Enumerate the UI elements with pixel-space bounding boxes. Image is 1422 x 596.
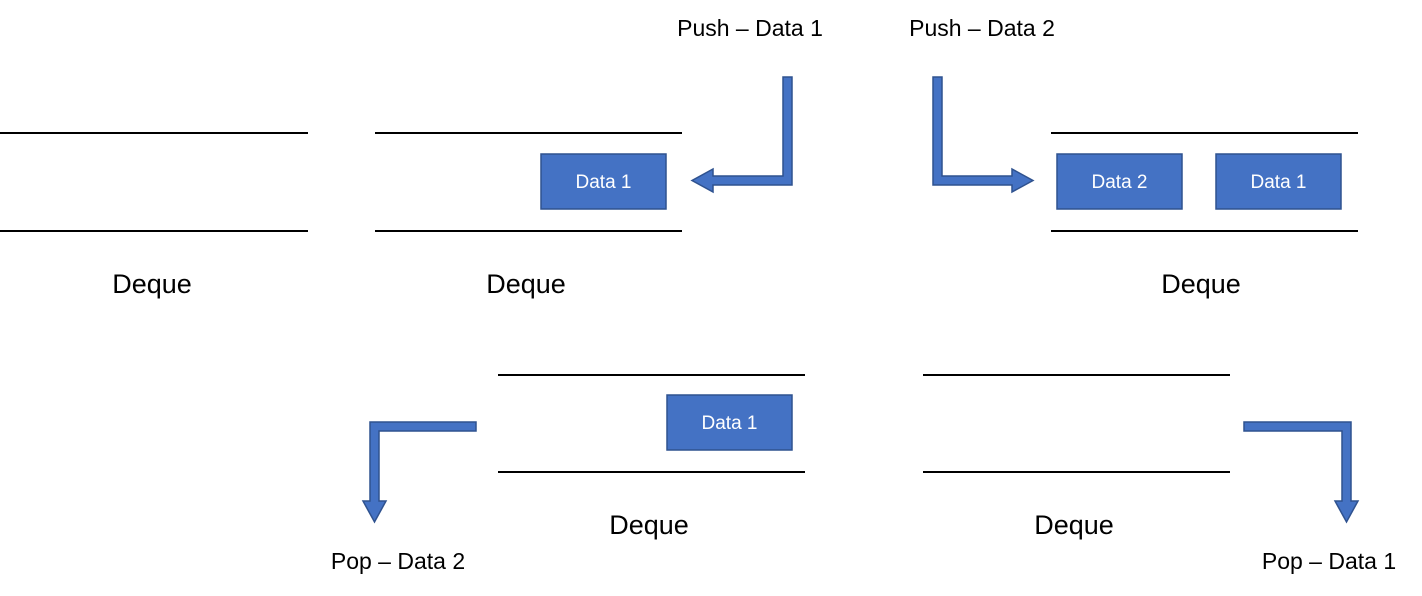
deque-after-push-2: Data 2 Data 1 Deque [1051, 132, 1358, 299]
deque-label: Deque [1161, 269, 1241, 299]
data-box-label: Data 1 [1251, 172, 1307, 193]
deque-label: Deque [112, 269, 192, 299]
pop-label-data-2: Pop – Data 2 [331, 548, 465, 574]
deque-label: Deque [486, 269, 566, 299]
data-box [666, 394, 793, 451]
data-box [1056, 153, 1183, 210]
deque-label: Deque [609, 510, 689, 540]
data-box-label: Data 1 [702, 413, 758, 434]
pop-arrow-data-2 [361, 421, 477, 524]
deque-after-pop-1: Deque [923, 374, 1230, 540]
deque-after-pop-2: Data 1 Deque [498, 374, 805, 540]
push-label-data-2: Push – Data 2 [909, 15, 1055, 41]
pop-arrow-data-1 [1243, 421, 1360, 524]
data-box [1215, 153, 1342, 210]
data-box-label: Data 2 [1092, 172, 1148, 193]
deque-after-push-1: Data 1 Deque [375, 132, 682, 299]
push-label-data-1: Push – Data 1 [677, 15, 823, 41]
deque-empty-initial: Deque [0, 132, 308, 299]
pop-label-data-1: Pop – Data 1 [1262, 548, 1396, 574]
data-box-label: Data 1 [576, 172, 632, 193]
data-box [540, 153, 667, 210]
push-arrow-data-2 [932, 76, 1035, 194]
deque-label: Deque [1034, 510, 1114, 540]
push-arrow-data-1 [690, 76, 793, 194]
